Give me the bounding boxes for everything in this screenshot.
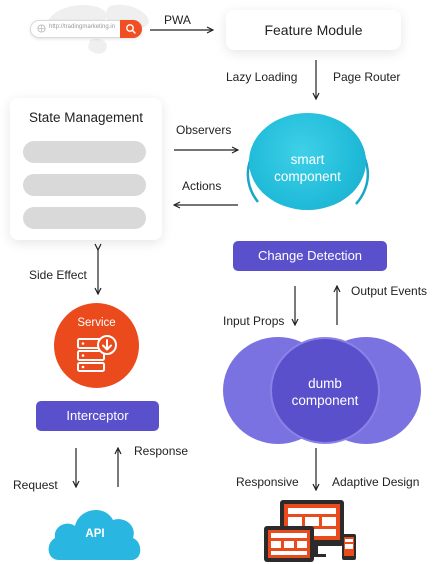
request-label: Request [13, 478, 58, 492]
state-bar [23, 207, 146, 229]
state-management-title: State Management [28, 110, 144, 125]
globe-icon [37, 24, 46, 33]
dumb-component-label-line2: component [291, 393, 359, 408]
page-router-label: Page Router [333, 70, 401, 84]
service-label: Service [77, 317, 116, 329]
pwa-label: PWA [164, 13, 191, 27]
api-label: API [85, 528, 105, 540]
dumb-component-node: dumb component [270, 337, 380, 444]
feature-module-title: Feature Module [264, 22, 363, 38]
service-node: Service [54, 303, 139, 388]
feature-module-card: Feature Module [226, 10, 401, 50]
url-text: http://tradingmarketing.in [49, 24, 116, 30]
observers-label: Observers [176, 123, 232, 137]
cloud-icon [48, 509, 141, 560]
smart-component-node: smart component [249, 113, 366, 210]
side-effect-label: Side Effect [29, 268, 87, 282]
server-download-icon [77, 335, 117, 372]
responsive-label: Responsive [236, 475, 299, 489]
state-management-card: State Management [10, 98, 162, 240]
actions-label: Actions [182, 179, 222, 193]
interceptor-pill: Interceptor [36, 401, 159, 431]
lazy-loading-label: Lazy Loading [226, 70, 298, 84]
response-label: Response [134, 444, 189, 458]
output-events-label: Output Events [351, 284, 428, 298]
search-icon [126, 24, 136, 34]
adaptive-design-label: Adaptive Design [332, 475, 420, 489]
state-bar [23, 141, 146, 163]
smart-component-label-line1: smart [290, 152, 325, 167]
change-detection-pill: Change Detection [233, 241, 387, 271]
search-button[interactable] [120, 20, 142, 38]
dumb-component-label-line1: dumb [308, 376, 342, 391]
input-props-label: Input Props [223, 314, 285, 328]
state-bar [23, 174, 146, 196]
smart-component-label-line2: component [274, 169, 341, 184]
browser-url-bar[interactable]: http://tradingmarketing.in [30, 20, 142, 38]
responsive-devices-icon [264, 500, 356, 562]
